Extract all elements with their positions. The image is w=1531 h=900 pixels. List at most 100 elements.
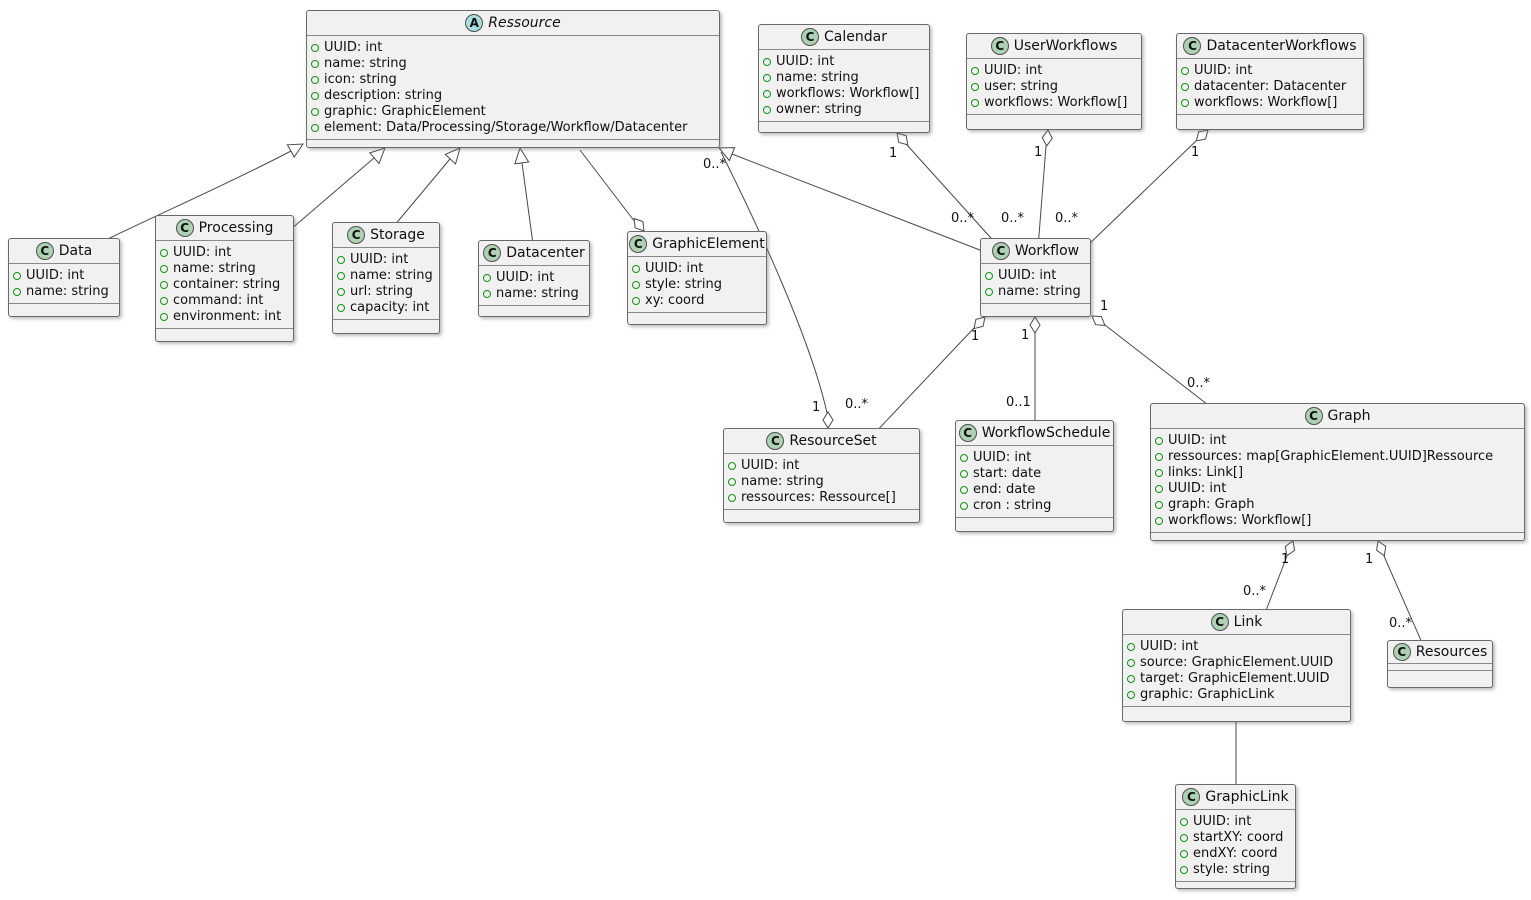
field-visibility-icon xyxy=(1180,834,1188,842)
attributes-compartment: UUID: int startXY: coord endXY: coord st… xyxy=(1176,810,1295,881)
class-resources-header: C Resources xyxy=(1388,641,1492,664)
attribute-row: xy: coord xyxy=(632,293,760,309)
field-visibility-icon xyxy=(311,124,319,132)
edge-graph-resources xyxy=(1383,555,1424,646)
attribute-text: UUID: int xyxy=(496,270,555,285)
edge-userworkflows-workflow xyxy=(1037,145,1047,249)
methods-compartment xyxy=(956,517,1113,531)
class-title: Processing xyxy=(198,220,274,236)
attribute-row: datacenter: Datacenter xyxy=(1181,79,1357,95)
field-visibility-icon xyxy=(1180,818,1188,826)
class-icon: C xyxy=(175,219,194,237)
edge-workflow-graph xyxy=(1104,324,1213,409)
field-visibility-icon xyxy=(728,494,736,502)
field-visibility-icon xyxy=(1155,469,1163,477)
attribute-row: workflows: Workflow[] xyxy=(971,95,1135,111)
attribute-text: UUID: int xyxy=(324,40,383,55)
field-visibility-icon xyxy=(985,272,993,280)
attribute-text: UUID: int xyxy=(1193,814,1252,829)
attributes-compartment: UUID: int start: date end: date cron : s… xyxy=(956,446,1113,517)
class-icon: C xyxy=(1392,643,1411,661)
attribute-row: url: string xyxy=(337,284,433,300)
attribute-text: UUID: int xyxy=(973,450,1032,465)
attribute-text: end: date xyxy=(973,482,1036,497)
class-title: Data xyxy=(58,243,93,259)
attribute-row: name: string xyxy=(13,284,113,300)
class-title: ResourceSet xyxy=(789,433,877,449)
attribute-row: graphic: GraphicElement xyxy=(311,104,713,120)
class-workflowschedule: C WorkflowSchedule UUID: int start: date… xyxy=(955,420,1114,532)
field-visibility-icon xyxy=(1155,437,1163,445)
methods-compartment xyxy=(759,121,929,132)
attribute-text: graphic: GraphicElement xyxy=(324,104,486,119)
attribute-text: name: string xyxy=(496,286,579,301)
field-visibility-icon xyxy=(160,313,168,321)
class-datacenterworkflows-header: C DatacenterWorkflows xyxy=(1177,34,1363,59)
field-visibility-icon xyxy=(971,67,979,75)
field-visibility-icon xyxy=(763,90,771,98)
attribute-row: element: Data/Processing/Storage/Workflo… xyxy=(311,120,713,136)
attributes-compartment: UUID: int name: string icon: string desc… xyxy=(307,36,719,139)
attribute-row: target: GraphicElement.UUID xyxy=(1127,671,1344,687)
class-graphicelement-header: C GraphicElement xyxy=(628,232,766,257)
class-icon: C xyxy=(629,235,648,253)
attribute-text: environment: int xyxy=(173,309,282,324)
attribute-row: name: string xyxy=(160,261,287,277)
multiplicity-label: 1 xyxy=(1191,145,1200,160)
attribute-text: UUID: int xyxy=(1168,433,1227,448)
class-icon: C xyxy=(801,28,820,46)
attribute-row: name: string xyxy=(337,268,433,284)
class-icon: C xyxy=(1304,407,1323,425)
field-visibility-icon xyxy=(1155,501,1163,509)
class-storage: C Storage UUID: int name: string url: st… xyxy=(332,222,440,334)
attribute-text: UUID: int xyxy=(350,252,409,267)
multiplicity-label: 0..* xyxy=(845,397,869,412)
field-visibility-icon xyxy=(971,99,979,107)
edge-ressource-graphicelement xyxy=(579,149,636,223)
field-visibility-icon xyxy=(632,265,640,273)
field-visibility-icon xyxy=(311,108,319,116)
class-ressource: A Ressource UUID: int name: string icon:… xyxy=(306,10,720,148)
edge-workflow-resourceset xyxy=(871,327,975,437)
multiplicity-label: 1 xyxy=(812,400,821,415)
multiplicity-label: 0..* xyxy=(951,211,975,226)
class-calendar: C Calendar UUID: int name: string workfl… xyxy=(758,24,930,133)
attribute-text: cron : string xyxy=(973,498,1052,513)
class-datacenter: C Datacenter UUID: int name: string xyxy=(478,240,590,317)
attribute-row: workflows: Workflow[] xyxy=(763,86,923,102)
attribute-row: UUID: int xyxy=(1180,814,1289,830)
attribute-text: name: string xyxy=(26,284,109,299)
aggregation-diamond-icon xyxy=(1041,129,1053,147)
attribute-text: UUID: int xyxy=(1194,63,1253,78)
attribute-text: UUID: int xyxy=(741,458,800,473)
attribute-row: endXY: coord xyxy=(1180,846,1289,862)
attribute-text: workflows: Workflow[] xyxy=(984,95,1128,110)
class-title: DatacenterWorkflows xyxy=(1206,38,1357,54)
field-visibility-icon xyxy=(13,272,21,280)
attribute-row: name: string xyxy=(728,474,913,490)
attribute-row: UUID: int xyxy=(960,450,1107,466)
inheritance-triangle-icon xyxy=(444,147,461,165)
edge-calendar-workflow xyxy=(906,144,1001,249)
attribute-row: links: Link[] xyxy=(1155,465,1518,481)
methods-compartment xyxy=(333,319,439,333)
class-workflow: C Workflow UUID: int name: string xyxy=(980,238,1091,317)
attribute-text: icon: string xyxy=(324,72,397,87)
attribute-row: UUID: int xyxy=(728,458,913,474)
field-visibility-icon xyxy=(1127,643,1135,651)
attribute-row: style: string xyxy=(1180,862,1289,878)
attribute-row: UUID: int xyxy=(13,268,113,284)
attribute-text: UUID: int xyxy=(776,54,835,69)
attribute-text: graph: Graph xyxy=(1168,497,1255,512)
attribute-row: cron : string xyxy=(960,498,1107,514)
field-visibility-icon xyxy=(971,83,979,91)
aggregation-diamond-icon xyxy=(633,217,645,232)
attribute-row: end: date xyxy=(960,482,1107,498)
class-resourceset-header: C ResourceSet xyxy=(724,429,919,454)
field-visibility-icon xyxy=(311,44,319,52)
attribute-row: environment: int xyxy=(160,309,287,325)
field-visibility-icon xyxy=(632,297,640,305)
attribute-text: UUID: int xyxy=(998,268,1057,283)
field-visibility-icon xyxy=(483,274,491,282)
